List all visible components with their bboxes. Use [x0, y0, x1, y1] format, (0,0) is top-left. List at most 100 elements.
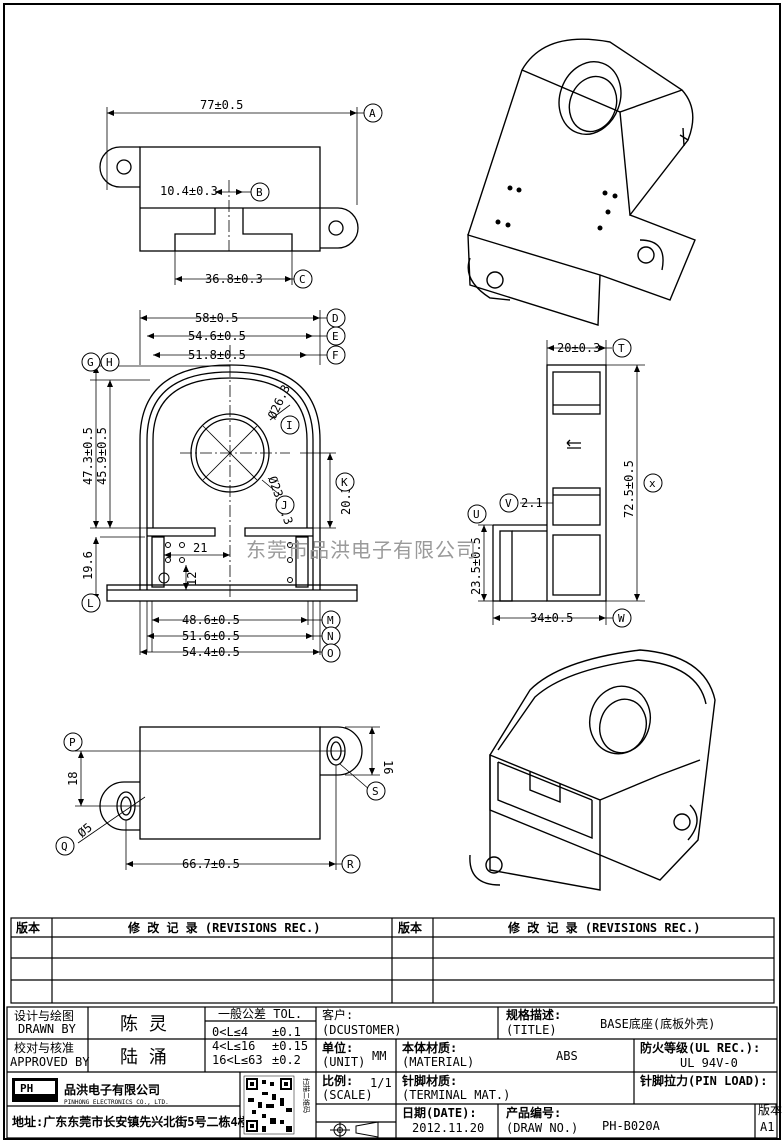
unit-value: MM [372, 1049, 386, 1063]
callout-s: S [366, 781, 386, 801]
rev-col-version-left: 版本 [16, 920, 40, 935]
dim-77: 77±0.5 [200, 98, 243, 112]
svg-text:V: V [505, 497, 512, 510]
dim-10-4: 10.4±0.3 [160, 184, 218, 198]
material-label-en: (MATERIAL) [402, 1055, 474, 1069]
pin-load-label: 针脚拉力(PIN LOAD): [640, 1073, 767, 1088]
dim-66-7: 66.7±0.5 [182, 857, 240, 871]
scale-label-en: (SCALE) [322, 1088, 373, 1102]
dim-51-8: 51.8±0.5 [188, 348, 246, 362]
designer-label-cn: 设计与绘图 [14, 1008, 74, 1023]
dim-72-5: 72.5±0.5 [622, 460, 636, 518]
svg-text:G: G [87, 356, 94, 369]
front-view [90, 310, 358, 655]
drawno-label-cn: 产品编号: [506, 1105, 561, 1120]
isometric-view-top-holes [495, 185, 618, 231]
callout-n: N [321, 626, 341, 646]
material-value: ABS [556, 1049, 578, 1063]
callout-i: I [280, 415, 300, 435]
callout-f: F [326, 345, 346, 365]
svg-text:E: E [332, 330, 339, 343]
svg-text:L: L [87, 597, 94, 610]
qr-code-icon [243, 1075, 295, 1135]
dim-54-4: 54.4±0.5 [182, 645, 240, 659]
designer-name: 陈 灵 [120, 1014, 167, 1035]
material-label-cn: 本体材质: [402, 1040, 457, 1055]
terminal-label-cn: 针脚材质: [402, 1073, 457, 1088]
dim-48-6: 48.6±0.5 [182, 613, 240, 627]
svg-text:H: H [106, 356, 113, 369]
svg-text:R: R [347, 858, 354, 871]
svg-text:x: x [649, 477, 656, 490]
bottom-view [75, 726, 380, 870]
ul-label: 防火等级(UL REC.): [640, 1040, 760, 1055]
approver-label-en: APPROVED BY [10, 1055, 90, 1069]
callout-t: T [612, 338, 632, 358]
sheet-border [3, 3, 781, 1140]
svg-text:Q: Q [61, 840, 68, 853]
dim-51-6: 51.6±0.5 [182, 629, 240, 643]
watermark-text: 东莞市品洪电子有限公司 [246, 538, 477, 562]
customer-value: (DCUSTOMER) [322, 1023, 401, 1037]
rev-col-record-right: 修 改 记 录 (REVISIONS REC.) [507, 920, 701, 935]
svg-text:A: A [369, 107, 376, 120]
callout-v: V [499, 493, 519, 513]
unit-label-cn: 单位: [322, 1040, 353, 1055]
dim-20-3: 20.3 [339, 486, 353, 515]
svg-text:J: J [281, 499, 288, 512]
svg-text:N: N [327, 630, 334, 643]
dim-54-6: 54.6±0.5 [188, 329, 246, 343]
company-logo: PH [12, 1078, 58, 1102]
svg-text:D: D [332, 312, 339, 325]
callout-l: L [81, 593, 101, 613]
callout-h: H [100, 352, 120, 372]
svg-text:B: B [256, 186, 263, 199]
callout-j: J [275, 495, 295, 515]
callout-o: O [321, 643, 341, 663]
dim-phi-26-3: Ø26.3 [265, 383, 293, 422]
front-view-pins [158, 542, 293, 584]
callout-a: A [363, 103, 383, 123]
approver-label-cn: 校对与核准 [14, 1040, 74, 1055]
dim-phi-5: Ø5 [75, 820, 95, 840]
top-view [99, 107, 364, 285]
tolerance-title: 一般公差 TOL. [218, 1006, 302, 1021]
title-value: BASE底座(底板外壳) [600, 1016, 715, 1031]
rev-col-record-left: 修 改 记 录 (REVISIONS REC.) [127, 920, 321, 935]
title-label-cn: 规格描述: [506, 1007, 561, 1022]
callout-d: D [326, 308, 346, 328]
isometric-view-bottom [469, 649, 716, 891]
svg-text:W: W [618, 612, 625, 625]
title-label-en: (TITLE) [506, 1023, 557, 1037]
dim-19-6: 19.6 [81, 551, 95, 580]
callout-b: B [250, 182, 270, 202]
dim-2-1: 2.1 [521, 496, 543, 510]
title-block-grid [6, 1006, 778, 1139]
callout-u: U [467, 504, 487, 524]
dim-21: 21 [193, 541, 207, 555]
dim-36-8: 36.8±0.3 [205, 272, 263, 286]
svg-text:O: O [327, 647, 334, 660]
dim-58: 58±0.5 [195, 311, 238, 325]
dim-47-3: 47.3±0.5 [81, 427, 95, 485]
company-name-cn: 品洪电子有限公司 [64, 1082, 160, 1097]
svg-text:F: F [332, 349, 339, 362]
svg-text:S: S [372, 785, 379, 798]
drawno-label-en: (DRAW NO.) [506, 1121, 578, 1135]
projection-symbol-icon [330, 1121, 379, 1138]
dim-45-9: 45.9±0.5 [95, 427, 109, 485]
callout-k: K [335, 472, 355, 492]
callout-c: C [293, 269, 313, 289]
scale-label-cn: 比例: [322, 1073, 353, 1088]
svg-text:M: M [327, 614, 334, 627]
dim-18: 18 [66, 772, 80, 786]
revisions-table [10, 917, 775, 1004]
callout-e: E [326, 326, 346, 346]
callout-w: W [612, 608, 632, 628]
scale-value: 1/1 [370, 1076, 392, 1090]
callout-x: x [643, 473, 663, 493]
company-address: 地址:广东东莞市长安镇先兴北街5号二栋4楼 [12, 1114, 250, 1129]
isometric-view-top [467, 38, 696, 326]
tolerance-value-3: ±0.2 [272, 1053, 301, 1067]
